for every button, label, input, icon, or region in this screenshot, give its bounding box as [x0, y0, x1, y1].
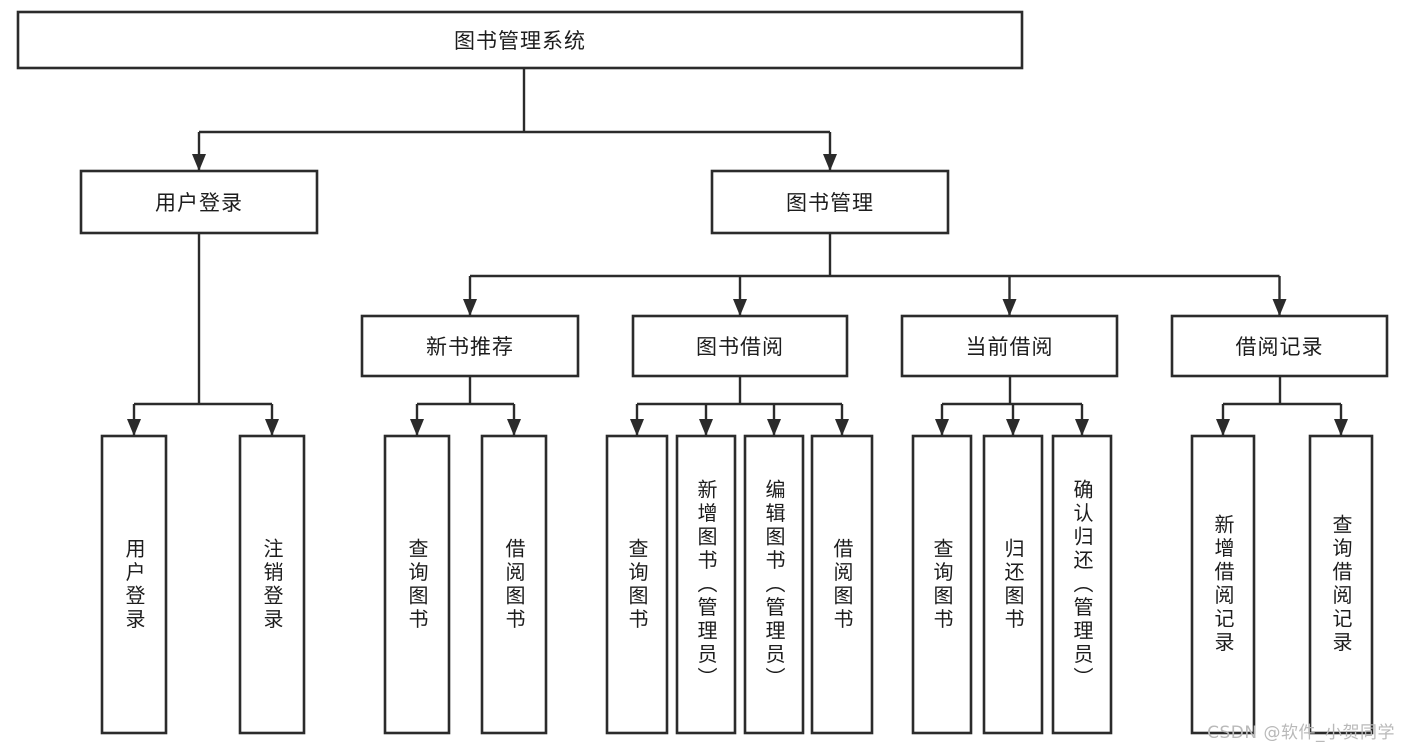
edge-arrow-1-1 — [265, 419, 279, 436]
node-boxes — [16, 10, 1389, 735]
edge-arrow-6-1 — [1334, 419, 1348, 436]
leaf-node-box-6[interactable] — [743, 434, 805, 735]
edge-arrow-0-0 — [192, 154, 206, 171]
edge-arrow-2-1 — [733, 299, 747, 316]
level3-node-box-2[interactable] — [900, 314, 1119, 378]
watermark-text: CSDN @软件_小贺同学 — [1207, 723, 1395, 743]
leaf-node-box-0[interactable] — [100, 434, 168, 735]
level2-node-box-1[interactable] — [710, 169, 950, 235]
edge-arrow-5-1 — [1006, 419, 1020, 436]
edge-arrow-1-0 — [127, 419, 141, 436]
edge-arrow-5-0 — [935, 419, 949, 436]
edge-arrow-2-0 — [463, 299, 477, 316]
leaf-node-box-9[interactable] — [982, 434, 1044, 735]
edge-arrow-5-2 — [1075, 419, 1089, 436]
leaf-node-box-4[interactable] — [605, 434, 669, 735]
leaf-node-box-10[interactable] — [1051, 434, 1113, 735]
leaf-node-box-12[interactable] — [1308, 434, 1374, 735]
edge-arrow-2-3 — [1272, 299, 1287, 316]
level2-node-box-0[interactable] — [79, 169, 319, 235]
edge-arrow-3-0 — [410, 419, 424, 436]
level3-node-box-0[interactable] — [360, 314, 580, 378]
leaf-node-box-2[interactable] — [383, 434, 451, 735]
leaf-node-box-1[interactable] — [238, 434, 306, 735]
leaf-node-box-3[interactable] — [480, 434, 548, 735]
edge-arrow-4-3 — [835, 419, 849, 436]
connector-lines — [127, 68, 1348, 436]
edge-arrow-6-0 — [1216, 419, 1230, 436]
edge-arrow-4-1 — [699, 419, 713, 436]
edge-arrow-3-1 — [507, 419, 521, 436]
leaf-node-box-11[interactable] — [1190, 434, 1256, 735]
level3-node-box-1[interactable] — [631, 314, 849, 378]
edge-arrow-4-0 — [630, 419, 644, 436]
edge-arrow-4-2 — [767, 419, 781, 436]
leaf-node-box-7[interactable] — [810, 434, 874, 735]
leaf-node-box-5[interactable] — [675, 434, 737, 735]
root-node-box-0[interactable] — [16, 10, 1024, 70]
edge-arrow-0-1 — [823, 154, 837, 171]
edge-arrow-2-2 — [1002, 299, 1017, 316]
leaf-node-box-8[interactable] — [911, 434, 973, 735]
level3-node-box-3[interactable] — [1170, 314, 1389, 378]
